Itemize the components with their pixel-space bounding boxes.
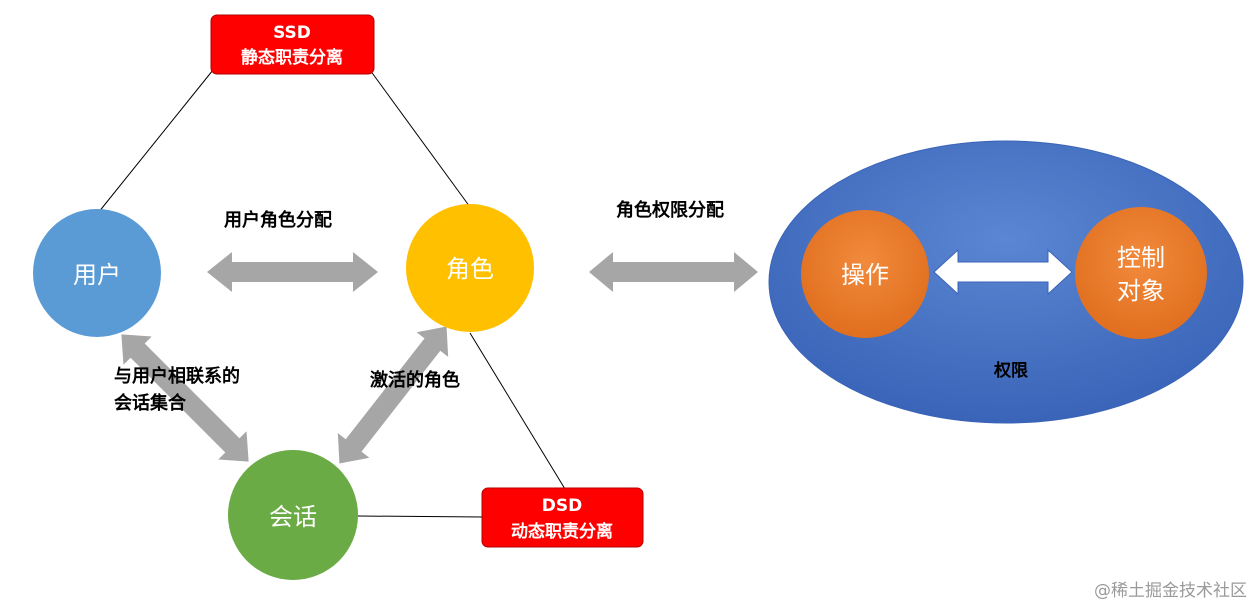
user-node: 用户 xyxy=(33,209,161,337)
role-label: 角色 xyxy=(446,255,494,283)
arrow-operation-object xyxy=(933,248,1073,296)
edge-label-user-session-line2: 会话集合 xyxy=(114,392,187,414)
arrow-role-permission xyxy=(589,252,758,292)
session-node: 会话 xyxy=(228,450,358,580)
edge-label-session-role: 激活的角色 xyxy=(370,369,460,391)
ssd-title: SSD xyxy=(273,23,311,43)
object-label-line2: 对象 xyxy=(1117,277,1165,305)
role-node: 角色 xyxy=(406,204,534,332)
connector-role-dsd xyxy=(469,332,566,490)
connector-session-dsd xyxy=(357,515,484,518)
session-label: 会话 xyxy=(269,503,317,531)
edge-label-user-role: 用户角色分配 xyxy=(224,209,332,231)
dsd-title: DSD xyxy=(542,496,582,516)
user-label: 用户 xyxy=(73,261,121,289)
ssd-subtitle: 静态职责分离 xyxy=(241,47,343,68)
arrow-session-role xyxy=(337,326,449,464)
watermark: @稀土掘金技术社区 xyxy=(1094,581,1247,601)
arrow-user-role xyxy=(207,252,378,292)
connector-user-ssd xyxy=(97,69,214,214)
edge-label-user-session-line1: 与用户相联系的 xyxy=(114,365,240,387)
ssd-box: SSD 静态职责分离 xyxy=(210,14,375,75)
arrow-user-session xyxy=(121,334,249,462)
object-node: 控制 对象 xyxy=(1075,207,1207,339)
edge-label-role-permission: 角色权限分配 xyxy=(616,199,724,221)
permission-label: 权限 xyxy=(993,360,1028,381)
connector-ssd-role xyxy=(369,69,471,208)
dsd-box: DSD 动态职责分离 xyxy=(481,487,644,548)
operation-node: 操作 xyxy=(801,210,929,338)
dsd-subtitle: 动态职责分离 xyxy=(511,521,613,542)
operation-label: 操作 xyxy=(841,261,889,289)
object-label-line1: 控制 xyxy=(1117,244,1165,272)
